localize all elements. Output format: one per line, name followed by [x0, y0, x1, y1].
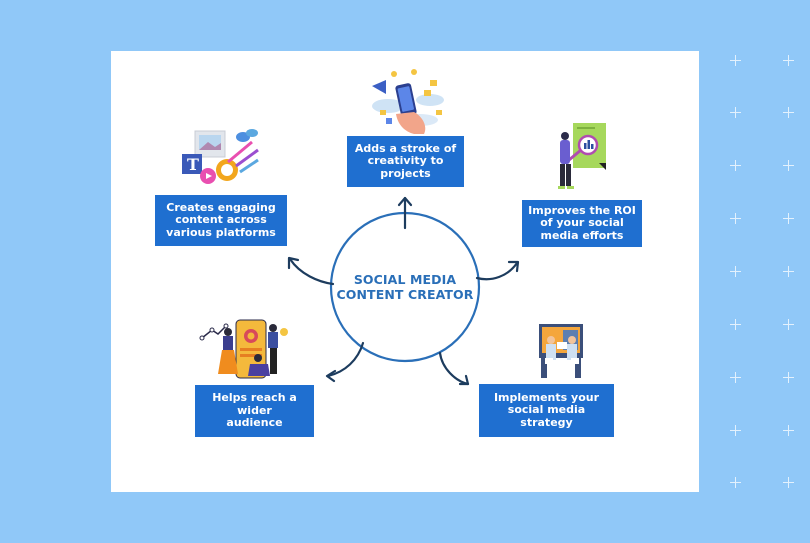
node-right-box: Improves the ROI of your social media ef…	[522, 200, 642, 247]
node-top-label: Adds a stroke of creativity to projects	[354, 141, 457, 180]
plus-icon	[730, 160, 741, 171]
plus-icon	[783, 160, 794, 171]
arrow-bottom-right-icon	[438, 351, 470, 386]
strategy-meeting-icon	[539, 324, 583, 378]
plus-icon	[730, 213, 741, 224]
plus-icon	[783, 55, 794, 66]
plus-icon	[730, 372, 741, 383]
node-bottom-left-label: Helps reach a wider audience	[212, 391, 297, 430]
center-title: SOCIAL MEDIA CONTENT CREATOR	[330, 272, 480, 302]
plus-icon	[783, 319, 794, 330]
plus-icon	[730, 266, 741, 277]
svg-text:T: T	[187, 155, 199, 174]
node-bottom-left-box: Helps reach a wider audience	[195, 385, 314, 437]
center-title-line2: CONTENT CREATOR	[336, 287, 474, 302]
audience-growth-icon	[199, 319, 288, 379]
plus-icon	[783, 425, 794, 436]
node-left-label: Creates engaging content across various …	[166, 200, 276, 239]
content-creation-icon: T	[182, 129, 259, 184]
plus-icon	[730, 107, 741, 118]
plus-icon	[730, 319, 741, 330]
analytics-magnifier-icon	[558, 123, 606, 189]
smartphone-social-icon	[372, 69, 444, 134]
arrow-left-icon	[288, 257, 335, 286]
plus-icon	[783, 477, 794, 488]
node-top-box: Adds a stroke of creativity to projects	[347, 136, 464, 187]
node-right-label: Improves the ROI of your social media ef…	[528, 203, 636, 242]
plus-icon	[730, 425, 741, 436]
plus-icon	[783, 213, 794, 224]
plus-icon	[730, 477, 741, 488]
plus-icon	[730, 55, 741, 66]
plus-icon	[783, 266, 794, 277]
node-bottom-right-label: Implements your social media strategy	[493, 390, 600, 429]
arrow-bottom-left-icon	[326, 341, 365, 378]
plus-icon	[783, 372, 794, 383]
node-left-box: Creates engaging content across various …	[155, 195, 287, 246]
arrow-right-icon	[475, 261, 519, 281]
plus-icon	[783, 107, 794, 118]
center-title-line1: SOCIAL MEDIA	[353, 272, 457, 287]
node-bottom-right-box: Implements your social media strategy	[479, 384, 614, 437]
